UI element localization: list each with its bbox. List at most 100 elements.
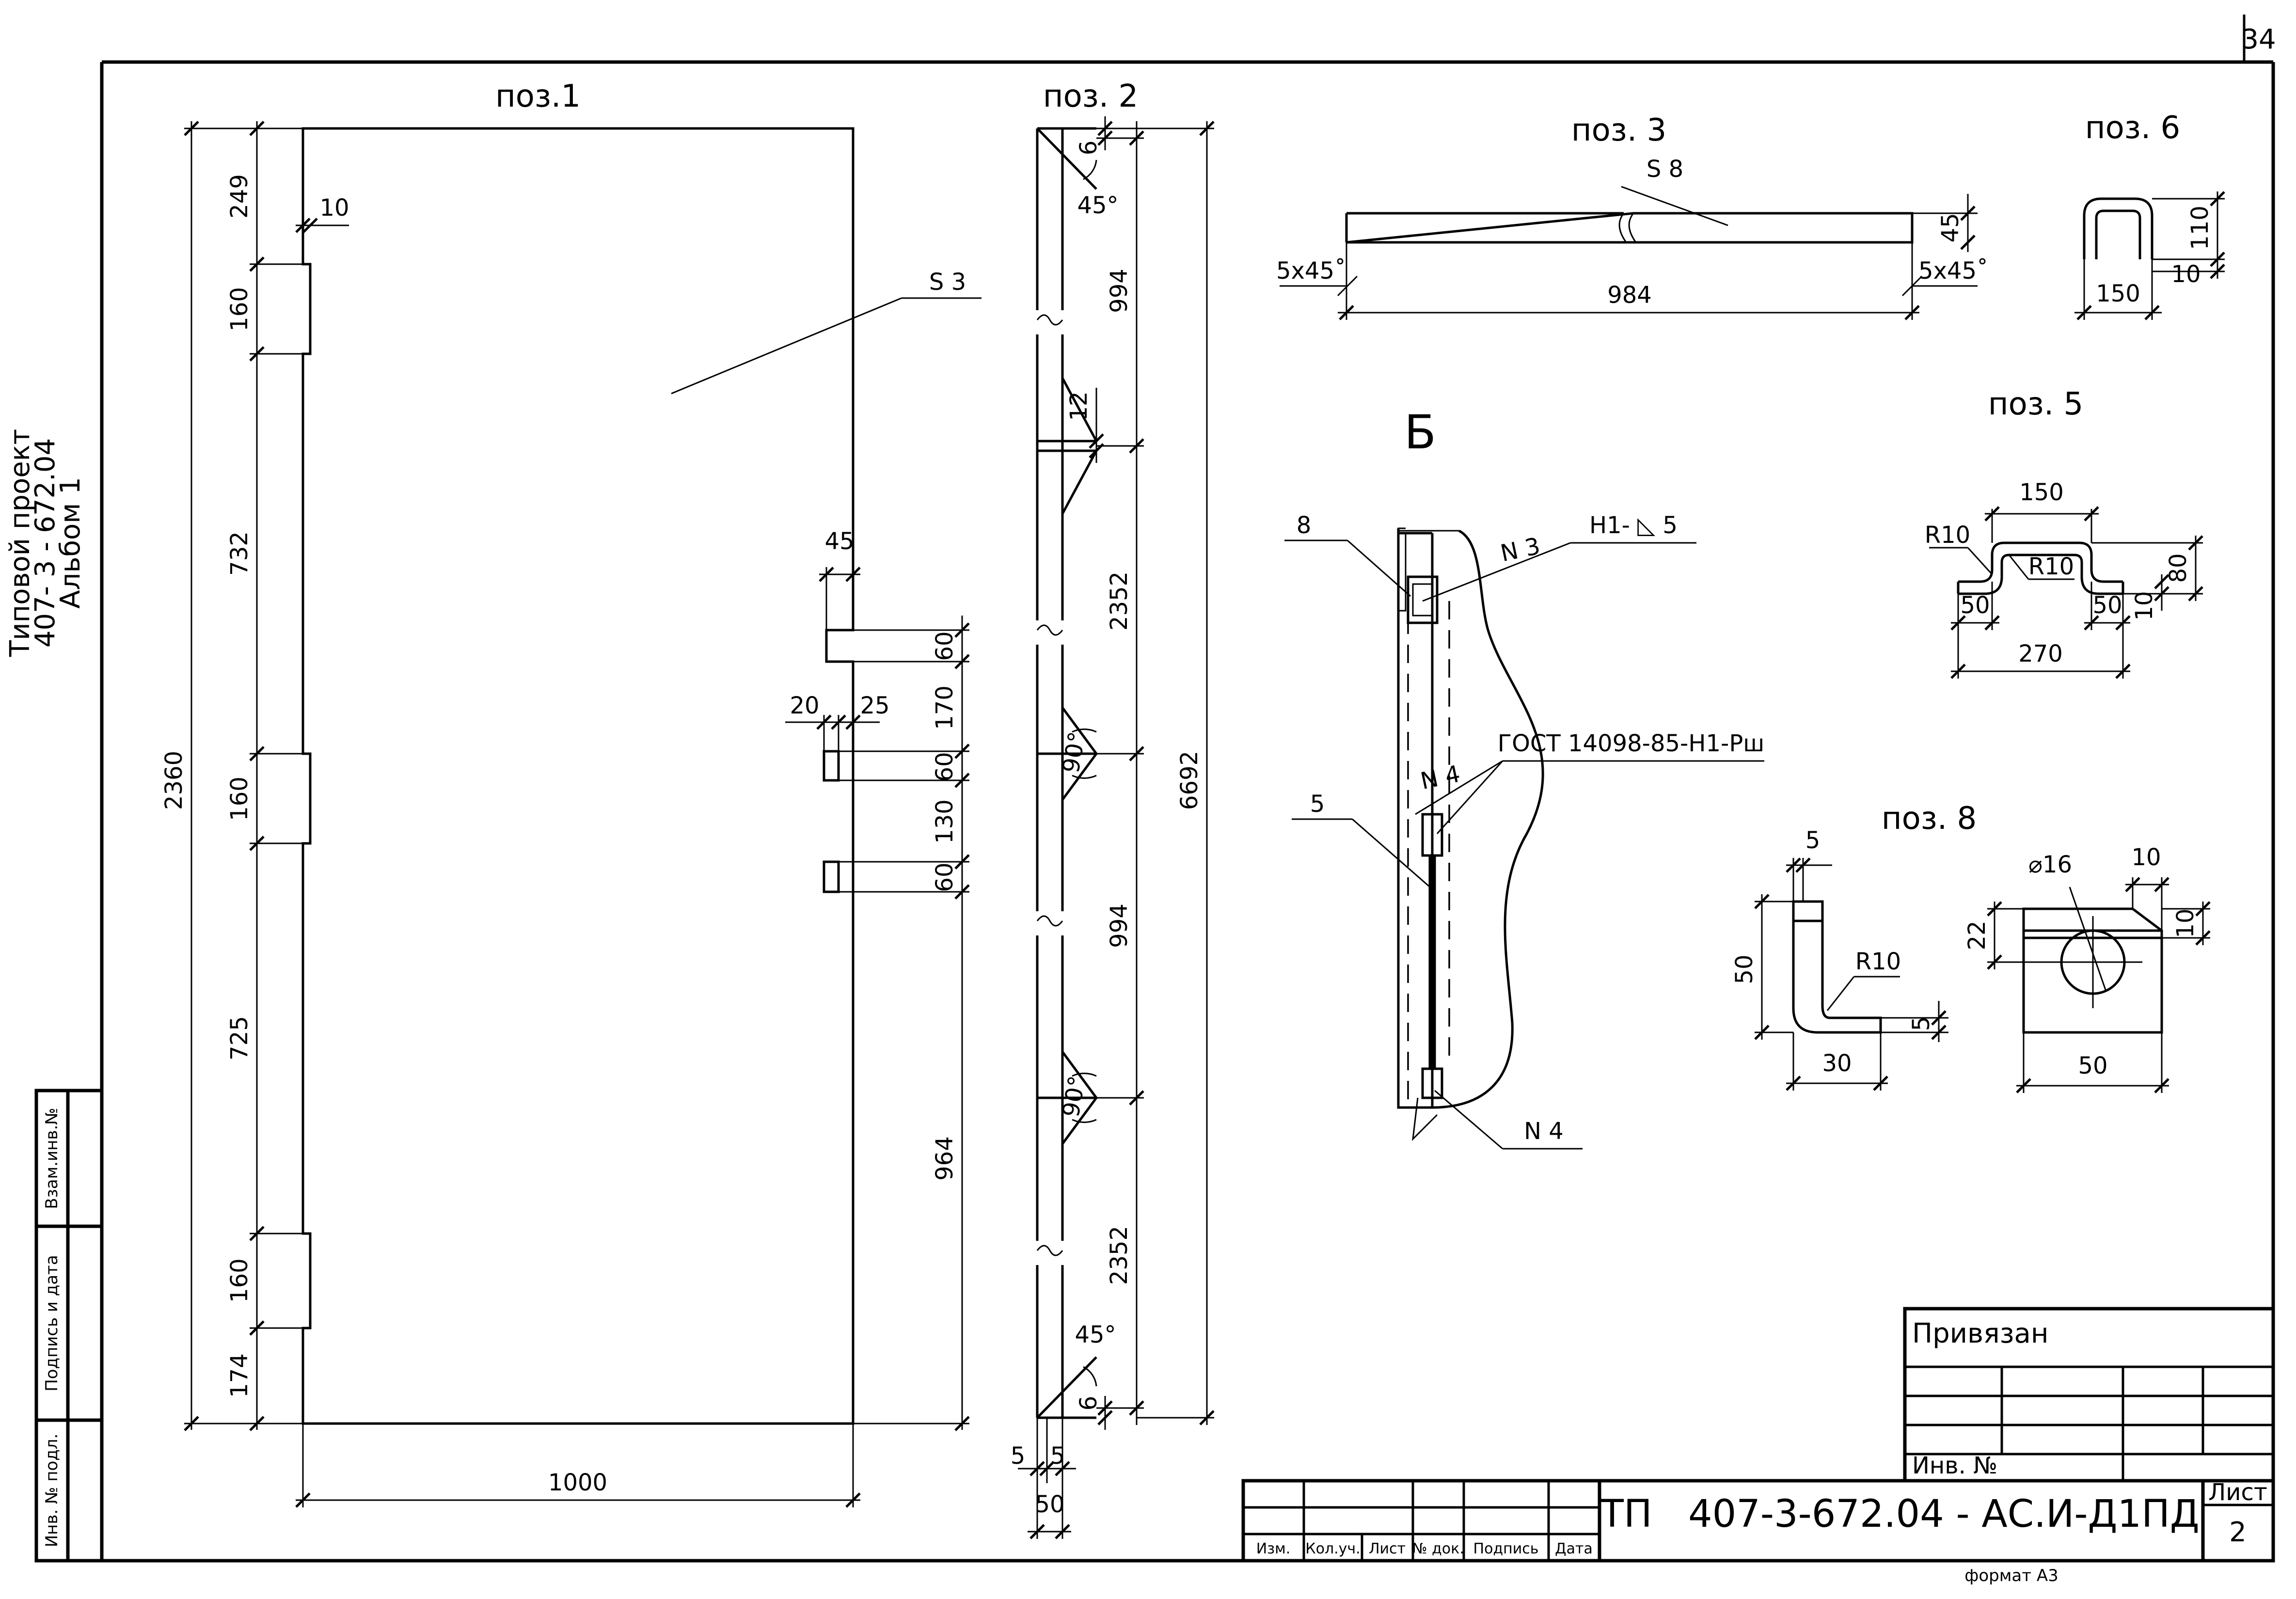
poz3-chamfer-right: 5x45˚ xyxy=(1918,257,1988,285)
detail-b: Б 8 N 3 Н1- ◺ 5 ГОСТ 140 xyxy=(1284,405,1764,1150)
poz1-dim-25: 25 xyxy=(860,692,889,719)
poz1-dim-160a: 160 xyxy=(226,287,253,332)
stamp-replace-inv: Взам.инв.№ xyxy=(42,1108,62,1209)
poz2-dim-6692: 6692 xyxy=(1176,751,1203,810)
detail-weld-n4b: N 4 xyxy=(1524,1118,1564,1145)
title-designation: ТП 407-3-672.04 - АС.И-Д1ПД xyxy=(1600,1492,2199,1536)
detail-weld-standard: ГОСТ 14098-85-Н1-Рш xyxy=(1498,730,1764,757)
detail-weld-symbol: Н1- ◺ 5 xyxy=(1589,512,1678,539)
poz5-dim-50a: 50 xyxy=(1960,592,1990,619)
detail-weld-n3: N 3 xyxy=(1498,532,1543,567)
poz2-angle-45b: 45° xyxy=(1075,1321,1116,1348)
format-label: формат А3 xyxy=(1964,1566,2058,1585)
poz5-dim-150: 150 xyxy=(2019,479,2064,506)
poz2-dim-12: 12 xyxy=(1065,391,1093,421)
poz3-title: поз. 3 xyxy=(1571,112,1666,148)
poz5-dim-50b: 50 xyxy=(2092,592,2122,619)
side-caption-line1: Типовой проект xyxy=(4,429,36,657)
poz3-dim-984: 984 xyxy=(1607,282,1652,309)
page-number: 34 xyxy=(2241,24,2276,55)
poz5-dim-10: 10 xyxy=(2131,591,2158,620)
poz5-dim-80: 80 xyxy=(2165,553,2192,583)
poz1-material: S 3 xyxy=(929,269,966,296)
poz5-r10b: R10 xyxy=(2028,553,2074,580)
poz2-dim-994b: 994 xyxy=(1106,903,1133,948)
left-stamp: Взам.инв.№ Подпись и дата Инв. № подл. xyxy=(34,1089,104,1563)
poz1-dim-20: 20 xyxy=(790,692,819,719)
poz1-dim-725: 725 xyxy=(226,1016,253,1061)
poz2-title: поз. 2 xyxy=(1043,79,1138,114)
poz1-dim-10: 10 xyxy=(319,194,349,222)
poz1-dim-130: 130 xyxy=(931,799,958,844)
poz6-title: поз. 6 xyxy=(2085,110,2180,146)
poz2-dim-50: 50 xyxy=(1035,1491,1064,1518)
detail-callout-5: 5 xyxy=(1310,791,1325,818)
poz1-dim-60c: 60 xyxy=(931,862,958,892)
stamp-inv-orig: Инв. № подл. xyxy=(42,1434,62,1548)
poz1-dim-732: 732 xyxy=(226,531,253,576)
poz2-dim-994a: 994 xyxy=(1106,269,1133,313)
poz2-dim-5a: 5 xyxy=(1011,1442,1026,1470)
poz2-dim-6b: 6 xyxy=(1075,1396,1102,1411)
title-sheet-label: Лист xyxy=(2208,1479,2267,1506)
poz6-dim-110: 110 xyxy=(2186,206,2214,250)
poz8-dim-5b: 5 xyxy=(1908,1016,1935,1031)
title-col-izm: Изм. xyxy=(1256,1540,1291,1557)
view-poz5: поз. 5 150 R10 R10 80 10 50 xyxy=(1925,386,2203,679)
poz8-dim-10a: 10 xyxy=(2131,844,2161,871)
poz6-dim-10: 10 xyxy=(2171,261,2201,288)
title-col-doc: № док. xyxy=(1412,1540,1464,1557)
view-poz3: поз. 3 S 8 984 5x45˚ 5x45˚ 45 xyxy=(1276,112,1988,320)
poz3-chamfer-left: 5x45˚ xyxy=(1276,257,1346,285)
poz1-dim-1000: 1000 xyxy=(548,1469,607,1496)
view-poz1: поз.1 S 3 249 160 732 160 725 160 174 xyxy=(160,79,982,1507)
poz3-material: S 8 xyxy=(1647,156,1683,183)
poz5-r10a: R10 xyxy=(1925,522,1970,549)
poz8-dia16: ⌀16 xyxy=(2028,851,2072,878)
poz1-title: поз.1 xyxy=(495,79,581,114)
poz2-dim-6a: 6 xyxy=(1075,141,1102,156)
detail-callout-8: 8 xyxy=(1297,512,1312,539)
poz1-dim-964: 964 xyxy=(931,1136,958,1181)
poz8-title: поз. 8 xyxy=(1882,801,1977,837)
poz1-dim-2360: 2360 xyxy=(160,751,188,810)
stamp-sign-date: Подпись и дата xyxy=(42,1255,62,1392)
poz1-dim-160b: 160 xyxy=(226,776,253,821)
poz2-dim-5b: 5 xyxy=(1050,1442,1065,1470)
view-poz8: поз. 8 5 50 R10 5 30 xyxy=(1731,801,2210,1093)
detail-b-title: Б xyxy=(1404,405,1436,459)
poz1-dim-45: 45 xyxy=(824,528,854,555)
poz6-dim-150: 150 xyxy=(2096,280,2140,307)
poz8-dim-5a: 5 xyxy=(1805,827,1821,854)
title-block: Привязан Инв. № Изм. Кол.уч. Лист № док.… xyxy=(1241,1307,2275,1563)
poz2-dim-2352a: 2352 xyxy=(1106,571,1133,631)
poz1-dim-249: 249 xyxy=(226,174,253,219)
poz1-dim-60b: 60 xyxy=(931,752,958,781)
poz1-dim-160c: 160 xyxy=(226,1258,253,1303)
side-caption: Типовой проект 407- 3 - 672.04 Альбом 1 xyxy=(4,429,86,657)
side-caption-line3: Альбом 1 xyxy=(55,477,86,609)
title-sheet-no: 2 xyxy=(2229,1517,2247,1548)
poz5-dim-270: 270 xyxy=(2018,640,2063,667)
poz8-dim-50a: 50 xyxy=(1731,954,1758,984)
view-poz6: поз. 6 110 10 150 xyxy=(2074,110,2225,320)
poz8-dim-10b: 10 xyxy=(2172,908,2199,938)
title-col-sign: Подпись xyxy=(1473,1540,1539,1557)
poz1-dim-170: 170 xyxy=(931,685,958,730)
poz2-dim-2352b: 2352 xyxy=(1106,1226,1133,1285)
title-col-list: Лист xyxy=(1369,1540,1406,1557)
title-attached: Привязан xyxy=(1912,1318,2048,1349)
title-col-date: Дата xyxy=(1555,1540,1593,1557)
title-col-kolich: Кол.уч. xyxy=(1305,1540,1360,1557)
poz5-title: поз. 5 xyxy=(1988,386,2083,422)
side-caption-line2: 407- 3 - 672.04 xyxy=(30,438,61,648)
poz8-r10: R10 xyxy=(1855,948,1901,975)
poz3-dim-45: 45 xyxy=(1937,213,1964,242)
poz1-dim-174: 174 xyxy=(226,1353,253,1398)
poz1-dim-60a: 60 xyxy=(931,631,958,661)
poz8-dim-30: 30 xyxy=(1822,1050,1852,1077)
poz8-dim-22: 22 xyxy=(1963,920,1991,950)
view-poz2: поз. 2 45° 90° 90° 45° 6 6 xyxy=(1011,79,1214,1539)
poz8-dim-50b: 50 xyxy=(2078,1052,2107,1079)
poz2-angle-45a: 45° xyxy=(1077,192,1118,219)
